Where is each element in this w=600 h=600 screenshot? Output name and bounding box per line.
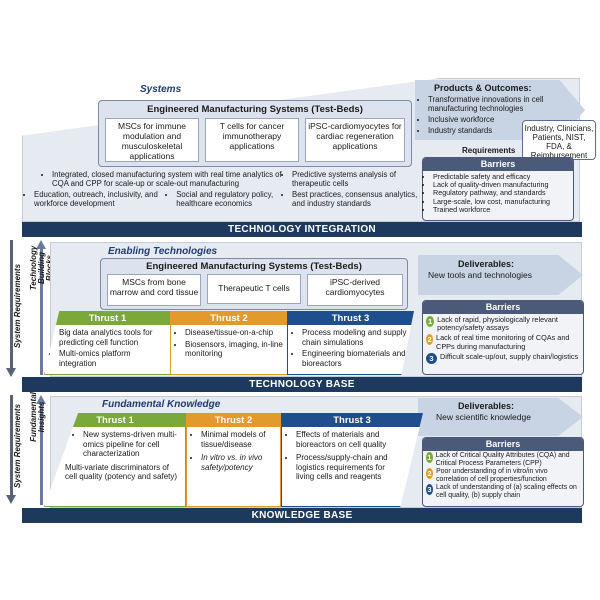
thrust-item: Big data analytics tools for predicting …: [59, 328, 166, 347]
barrier-number: 1: [426, 452, 433, 463]
side-requirements-2: System Requirements: [13, 403, 22, 488]
fundamental-deliverables-arrow: [418, 398, 583, 436]
enabling-deliverables-arrow: [418, 255, 583, 295]
thrust-item: New systems-driven multi-omics pipeline …: [83, 430, 181, 459]
systems-bullet: Predictive systems analysis of therapeut…: [292, 170, 422, 188]
systems-bullet: Social and regulatory policy, healthcare…: [176, 190, 299, 208]
fundamental-barriers-title: Barriers: [423, 438, 583, 451]
barrier-item: Lack of rapid, physiologically relevant …: [437, 315, 558, 333]
systems-barriers-title: Barriers: [423, 158, 573, 171]
enabling-testbed-1: MSCs from bone marrow and cord tissue: [107, 274, 201, 306]
enabling-thrust-1-title: Thrust 1: [45, 312, 170, 325]
systems-bullets-right: Predictive systems analysis of therapeut…: [282, 170, 422, 210]
requirements-label: Requirements: [462, 146, 516, 155]
band-technology-base: TECHNOLOGY BASE: [22, 377, 582, 392]
fundamental-title: Fundamental Knowledge: [102, 399, 221, 410]
barrier-item: Lack of quality-driven manufacturing: [433, 180, 573, 189]
fundamental-thrust-1: Thrust 1 New systems-driven multi-omics …: [44, 413, 186, 507]
barrier-number: 3: [426, 352, 437, 364]
thrust-item: Disease/tissue-on-a-chip: [185, 328, 283, 338]
systems-testbed-3: iPSC-cardiomyocytes for cardiac regenera…: [305, 118, 405, 162]
product-item: Industry standards: [428, 126, 558, 135]
fundamental-thrust-1-title: Thrust 1: [45, 414, 185, 427]
systems-testbed-1: MSCs for immune modulation and musculosk…: [105, 118, 199, 162]
side-fundamental-insights: Fundamental Insights: [29, 392, 46, 442]
thrust-item: In vitro vs. in vivo safety/potency: [201, 453, 276, 472]
barrier-number: 3: [426, 484, 433, 496]
barrier-item: Lack of real time monitoring of CQAs and…: [436, 333, 570, 351]
fundamental-thrust-3-title: Thrust 3: [282, 414, 422, 427]
fundamental-thrust-2-title: Thrust 2: [187, 414, 280, 427]
systems-ems-box: Engineered Manufacturing Systems (Test-B…: [98, 100, 412, 167]
enabling-deliverables-text: New tools and technologies: [428, 270, 532, 280]
enabling-deliverables-title: Deliverables:: [458, 259, 515, 269]
fundamental-deliverables-title: Deliverables:: [458, 401, 515, 411]
barrier-item: Trained workforce: [433, 205, 573, 214]
enabling-thrust-1: Thrust 1 Big data analytics tools for pr…: [44, 311, 171, 375]
barrier-item: Poor understanding of in vitro/in vivo c…: [436, 468, 548, 483]
systems-bullets-left: Integrated, closed manufacturing system …: [24, 170, 299, 210]
systems-bullet: Best practices, consensus analytics, and…: [292, 190, 422, 208]
thrust-item: Process/supply-chain and logistics requi…: [296, 453, 400, 482]
enabling-thrust-3-title: Thrust 3: [288, 312, 413, 325]
products-title: Products & Outcomes:: [434, 83, 532, 93]
thrust-item: Effects of materials and bioreactors on …: [296, 430, 400, 449]
enabling-ems-title: Engineered Manufacturing Systems (Test-B…: [146, 261, 362, 272]
fundamental-thrust-2: Thrust 2 Minimal models of tissue/diseas…: [186, 413, 281, 507]
thrust-item: Multi-omics platform integration: [59, 349, 166, 368]
enabling-testbed-2: Therapeutic T cells: [207, 274, 301, 304]
side-requirements-1: System Requirements: [13, 263, 22, 348]
barrier-item: Lack of Critical Quality Attributes (CQA…: [435, 452, 570, 467]
band-technology-integration: TECHNOLOGY INTEGRATION: [22, 222, 582, 237]
barrier-item: Large-scale, low cost, manufacturing: [433, 197, 573, 206]
enabling-thrust-3: Thrust 3 Process modeling and supply cha…: [287, 311, 414, 375]
enabling-thrust-2: Thrust 2 Disease/tissue-on-a-chip Biosen…: [170, 311, 288, 375]
enabling-ems-box: Engineered Manufacturing Systems (Test-B…: [100, 258, 408, 310]
products-list: Transformative innovations in cell manuf…: [418, 95, 558, 137]
enabling-testbed-3: iPSC-derived cardiomyocytes: [307, 274, 403, 306]
side-arrow-1: [6, 240, 18, 380]
systems-title: Systems: [140, 84, 182, 95]
fundamental-thrust-3: Thrust 3 Effects of materials and biorea…: [281, 413, 423, 507]
systems-ems-title: Engineered Manufacturing Systems (Test-B…: [147, 104, 363, 115]
systems-testbed-2: T cells for cancer immunotherapy applica…: [205, 118, 299, 162]
product-item: Inclusive workforce: [428, 115, 558, 124]
thrust-item: Biosensors, imaging, in-line monitoring: [185, 340, 283, 359]
barrier-item: Regulatory pathway, and standards: [433, 189, 573, 197]
band-knowledge-base: KNOWLEDGE BASE: [22, 508, 582, 523]
thrust-item: Multi-variate discriminators of cell qua…: [65, 463, 181, 482]
enabling-barriers-title: Barriers: [423, 301, 583, 314]
barrier-number: 1: [426, 316, 435, 327]
systems-bullet: Integrated, closed manufacturing system …: [52, 170, 299, 188]
barrier-item: Predictable safety and efficacy: [433, 172, 573, 181]
barrier-number: 2: [426, 334, 434, 346]
systems-barriers: Barriers Predictable safety and efficacy…: [422, 157, 574, 221]
thrust-item: Process modeling and supply chain simula…: [302, 328, 409, 347]
side-arrow-up-1: [36, 240, 48, 375]
enabling-thrust-2-title: Thrust 2: [171, 312, 287, 325]
side-fundamental-insights-text: Fundamental Insights: [29, 392, 46, 442]
product-item: Transformative innovations in cell manuf…: [428, 95, 558, 113]
barrier-number: 2: [426, 468, 434, 480]
side-arrow-2: [6, 395, 18, 507]
side-arrow-up-2: [36, 395, 48, 505]
thrust-item: Engineering biomaterials and bioreactors: [302, 349, 409, 368]
systems-bullet: Education, outreach, inclusivity, and wo…: [34, 190, 166, 208]
stakeholders-box: Industry, Clinicians, Patients, NIST, FD…: [522, 120, 596, 169]
barrier-item: Lack of understanding of (a) scaling eff…: [435, 484, 577, 499]
fundamental-deliverables-text: New scientific knowledge: [436, 412, 531, 422]
enabling-title: Enabling Technologies: [108, 246, 218, 257]
thrust-item: Minimal models of tissue/disease: [201, 430, 276, 449]
barrier-item: Difficult scale-up/out, supply chain/log…: [440, 351, 579, 361]
